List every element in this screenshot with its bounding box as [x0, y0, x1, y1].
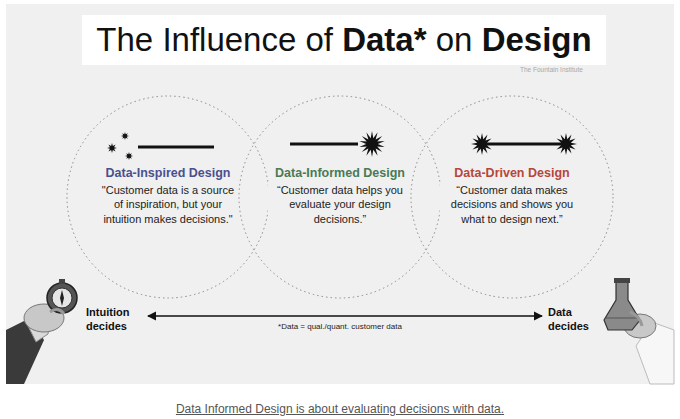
approach-quote: “Customer data makes decisions and shows… [440, 183, 584, 226]
star-icon [555, 133, 577, 155]
star-icon [125, 152, 133, 160]
star-icon [107, 143, 117, 153]
scale-end-label: Data decides [548, 306, 596, 334]
approach-quote: "Customer data is a source of inspiratio… [96, 183, 240, 226]
title: The Influence of Data* on Design [96, 21, 591, 59]
approach-heading: Data-Driven Design [452, 166, 571, 180]
title-word: The [96, 21, 153, 58]
dotted-circle [67, 96, 269, 298]
icon-group [107, 131, 577, 160]
star-icon [121, 132, 129, 140]
footnote: *Data = qual./quant. customer data [220, 322, 460, 332]
compass-hand [6, 279, 77, 384]
circle-text-wrap: Data-Inspired Design "Customer data is a … [66, 166, 270, 226]
approach-circle: Data-Inspired Design "Customer data is a … [66, 95, 270, 299]
title-word [153, 21, 162, 58]
title-word: of [305, 21, 333, 58]
title-word: Influence [162, 21, 296, 58]
title-word [472, 21, 481, 58]
title-word: Design [482, 21, 592, 58]
title-word: on [436, 21, 473, 58]
dotted-circle [239, 96, 441, 298]
star-icon [359, 131, 384, 157]
title-word: Data* [342, 21, 426, 58]
title-word [333, 21, 342, 58]
title-box: The Influence of Data* on Design [82, 15, 605, 65]
approach-circle: Data-Informed Design “Customer data helps… [238, 95, 442, 299]
circle-text-wrap: Data-Driven Design “Customer data makes d… [410, 166, 614, 226]
flask-hand [604, 278, 674, 384]
approach-heading: Data-Informed Design [273, 166, 407, 180]
scale-arrow [148, 315, 542, 316]
approach-heading: Data-Inspired Design [103, 166, 232, 180]
icon-line [290, 143, 358, 146]
star-icon [471, 133, 493, 155]
caption: Data Informed Design is about evaluating… [0, 402, 680, 416]
circle-text-wrap: Data-Informed Design “Customer data helps… [238, 166, 442, 226]
approach-quote: “Customer data helps you evaluate your d… [268, 183, 412, 226]
title-word [296, 21, 305, 58]
icon-line [138, 146, 214, 149]
title-word [427, 21, 436, 58]
scale-end-label: Intuition decides [86, 306, 142, 334]
ground-panel [6, 4, 674, 384]
watermark: The Fountain Institute [520, 66, 600, 74]
icon-line [482, 143, 566, 146]
approach-circle: Data-Driven Design “Customer data makes d… [410, 95, 614, 299]
dotted-circle [411, 96, 613, 298]
